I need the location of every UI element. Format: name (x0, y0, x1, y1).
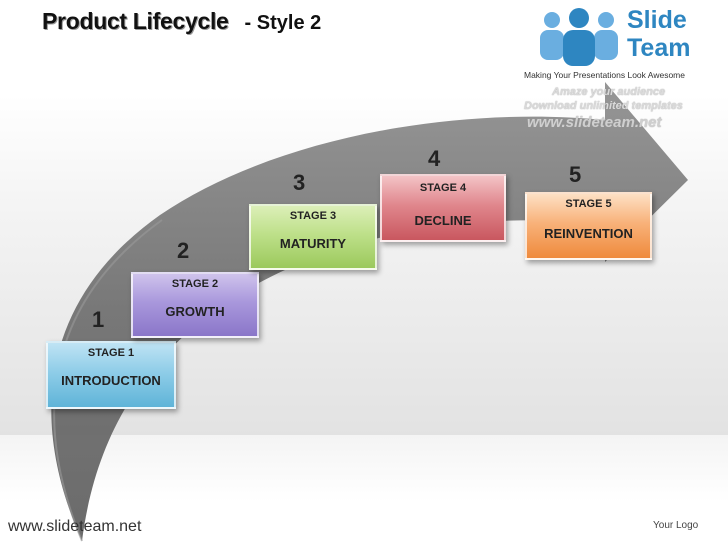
stage-number: 3 (293, 170, 306, 195)
stage-number: 5 (569, 162, 582, 187)
stage-name: GROWTH (165, 304, 225, 319)
title-lifecycle: Lifecycle (132, 8, 229, 34)
title-style: - Style 2 (244, 12, 322, 34)
logo-promo-url: www.slideteam.net (527, 114, 662, 131)
logo-promo-line-2: Download unlimited templates (524, 100, 683, 112)
stage-decline: 4 STAGE 4 DECLINE (380, 146, 506, 242)
stage-name: INTRODUCTION (61, 373, 161, 388)
stage-number: 1 (92, 307, 105, 332)
stage-label: STAGE 2 (171, 278, 219, 290)
stage-growth: 2 STAGE 2 GROWTH (131, 238, 259, 338)
stage-label: STAGE 5 (565, 198, 612, 210)
stage-label: STAGE 4 (419, 182, 467, 194)
slideteam-logo: Slide Team Making Your Presentations Loo… (522, 4, 722, 134)
stage-label: STAGE 3 (289, 210, 337, 222)
footer-url: www.slideteam.net (8, 518, 142, 535)
stage-label: STAGE 1 (87, 347, 135, 359)
people-icon (540, 8, 618, 66)
logo-word-slide: Slide (627, 6, 687, 34)
stage-number: 2 (177, 238, 190, 263)
stage-name: REINVENTION (544, 226, 633, 241)
stage-introduction: 1 STAGE 1 INTRODUCTION (46, 307, 176, 409)
your-logo-placeholder: Your Logo (653, 520, 699, 531)
stage-name: MATURITY (279, 236, 347, 251)
background-floor (0, 435, 728, 546)
logo-tagline: Making Your Presentations Look Awesome (524, 70, 685, 80)
logo-promo-line-1: Amaze your audience (552, 86, 666, 98)
stage-name: DECLINE (414, 213, 472, 228)
stage-number: 4 (428, 146, 441, 171)
stage-reinvention: 5 STAGE 5 REINVENTION (525, 162, 652, 260)
logo-word-team: Team (627, 34, 691, 62)
title-product: Product (42, 8, 127, 34)
stage-maturity: 3 STAGE 3 MATURITY (249, 170, 377, 270)
